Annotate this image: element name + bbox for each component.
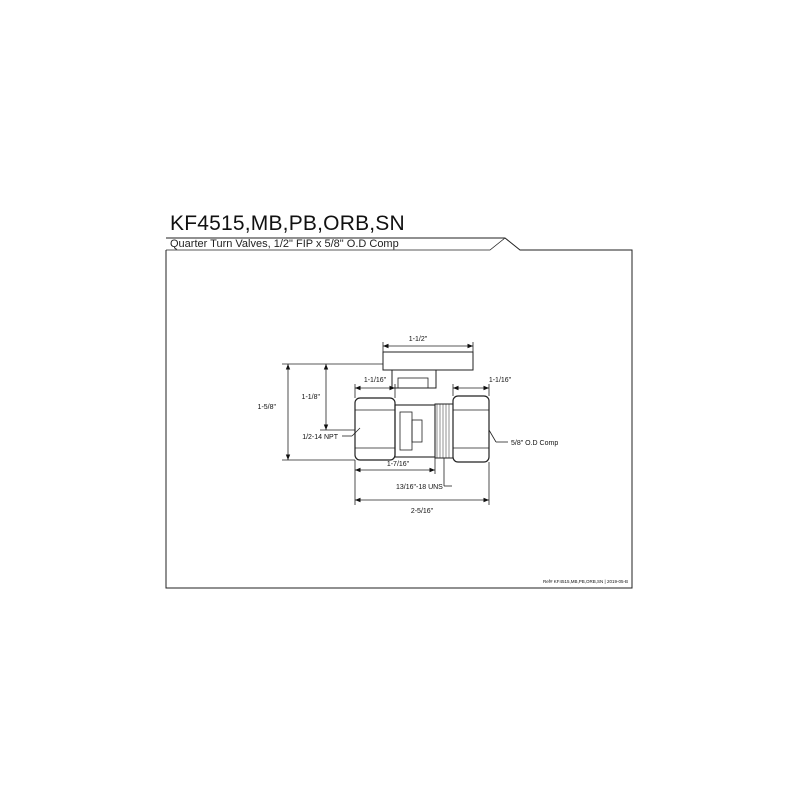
dim-outlet-thread: 13/16"-18 UNS bbox=[396, 484, 443, 491]
dim-overall-height: 1-5/8" bbox=[258, 404, 277, 411]
outlet-thread bbox=[434, 403, 454, 459]
dim-handle-width: 1-1/2" bbox=[409, 336, 428, 343]
dim-inlet-to-thread: 1-7/16" bbox=[387, 461, 410, 468]
dim-inlet-thread: 1/2-14 NPT bbox=[302, 434, 339, 441]
valve-center-body bbox=[394, 404, 436, 458]
dim-center-height: 1-1/8" bbox=[302, 394, 321, 401]
handle-stem bbox=[391, 369, 437, 389]
valve-handle bbox=[382, 351, 474, 371]
dim-right-nut: 1-1/16" bbox=[489, 377, 512, 384]
model-title: KF4515,MB,PB,ORB,SN bbox=[170, 212, 405, 235]
model-subtitle: Quarter Turn Valves, 1/2" FIP x 5/8" O.D… bbox=[170, 238, 399, 250]
dim-left-nut: 1-1/16" bbox=[364, 377, 387, 384]
dim-overall-length: 2-5/16" bbox=[411, 508, 434, 515]
border-tab bbox=[166, 237, 506, 251]
handle-nut bbox=[397, 377, 429, 389]
right-compression-nut bbox=[452, 395, 490, 463]
drawing-reference: Ref# KF4515,MB,PB,ORB,SN | 2019-05-B bbox=[543, 579, 628, 584]
left-hex-nut bbox=[354, 397, 396, 461]
dim-outlet-comp: 5/8" O.D Comp bbox=[511, 440, 558, 447]
drawing-border bbox=[165, 237, 633, 589]
